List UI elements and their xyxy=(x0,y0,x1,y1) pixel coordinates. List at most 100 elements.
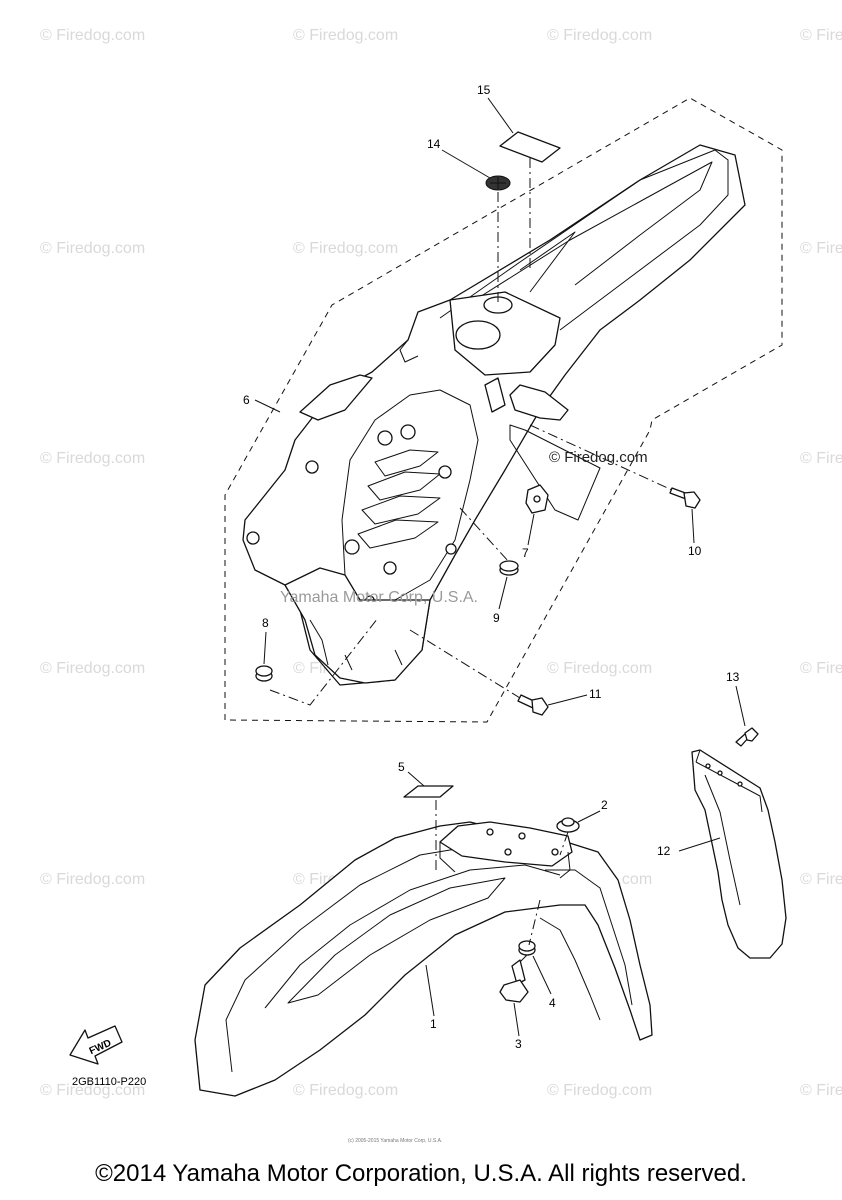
tiny-print: (c) 2005-2015 Yamaha Motor Corp, U.S.A. xyxy=(348,1138,442,1144)
mud-flap-hole xyxy=(717,770,723,776)
leader-15 xyxy=(487,97,514,134)
inline-watermark: © Firedog.com xyxy=(549,449,648,466)
mud-flap-hole xyxy=(737,781,743,787)
mount-hole xyxy=(486,828,494,836)
leader-3 xyxy=(513,1002,520,1037)
mud-flap-hole xyxy=(705,763,711,769)
rear-fender-lower-flap-edge xyxy=(309,619,403,671)
rear-fender-assembly-boundary xyxy=(224,97,783,723)
fwd-arrow-shape xyxy=(69,1025,123,1065)
mount-hole xyxy=(551,848,559,856)
watermark: © Firedog.com xyxy=(800,1082,842,1099)
decal-5 xyxy=(403,785,454,798)
grommet xyxy=(246,531,260,545)
grommet-hub xyxy=(561,817,575,827)
callout-8: 8 xyxy=(262,616,269,630)
rear-fender-tail-inner xyxy=(439,149,729,331)
bolt-head xyxy=(499,979,529,1003)
mud-flap-inner-edge xyxy=(704,774,741,906)
vent-slot xyxy=(374,449,439,477)
rear-fender-side-latch xyxy=(509,384,569,421)
callout-10: 10 xyxy=(688,544,702,558)
callout-5: 5 xyxy=(398,760,405,774)
watermark: © Firedog.com xyxy=(293,240,398,257)
grommet xyxy=(377,430,393,446)
bolt-11 xyxy=(517,694,549,716)
callout-4: 4 xyxy=(549,996,556,1010)
collar-9 xyxy=(499,560,519,576)
rear-fender-side-plate xyxy=(509,424,601,521)
mud-flap-top-edge xyxy=(695,749,763,813)
front-fender-mount-plate xyxy=(439,821,573,867)
rear-fender-tail-slope xyxy=(519,231,576,293)
rear-fender-left-wing-edge xyxy=(399,339,419,363)
watermark: © Firedog.com xyxy=(293,27,398,44)
leader-2 xyxy=(577,810,601,823)
clip-nut-hole xyxy=(533,495,541,503)
callout-15: 15 xyxy=(477,83,491,97)
install-axis xyxy=(269,617,379,706)
watermark: © Firedog.com xyxy=(547,27,652,44)
watermark: © Firedog.com xyxy=(40,27,145,44)
bolt-head xyxy=(531,697,549,716)
front-fender-stripe xyxy=(287,877,506,1004)
callouts: 15 14 6 10 7 9 8 11 13 5 2 12 1 4 3 xyxy=(243,83,746,1051)
bolt-10 xyxy=(669,487,701,509)
front-fender-mount-holes xyxy=(486,828,559,856)
rear-fender-tail-inner-2 xyxy=(474,161,713,301)
watermark: © Firedog.com xyxy=(293,1082,398,1099)
front-fender-plate-side xyxy=(439,842,571,879)
callout-3: 3 xyxy=(515,1037,522,1051)
collar-top xyxy=(255,665,273,677)
leader-7 xyxy=(527,513,535,546)
front-fender-install-lines xyxy=(435,800,569,963)
leader-13 xyxy=(735,685,746,727)
watermark: © Firedog.com xyxy=(547,660,652,677)
callout-7: 7 xyxy=(522,546,529,560)
screw-head xyxy=(744,727,759,742)
rear-fender xyxy=(242,144,746,686)
install-axis xyxy=(459,507,510,563)
rear-fender-lower-flap xyxy=(284,567,431,684)
front-fender-side-ridge-2 xyxy=(539,917,601,1021)
collar-top xyxy=(499,560,519,572)
rear-fender-left-wing xyxy=(299,374,373,421)
front-fender-inner-contour-2 xyxy=(264,864,561,1009)
bolt-head xyxy=(683,491,701,509)
bolt-shank xyxy=(511,959,526,985)
mud-flap-body xyxy=(691,749,787,959)
leader-11 xyxy=(547,694,588,706)
callout-14: 14 xyxy=(427,137,441,151)
watermark: © Firedog.com xyxy=(800,27,842,44)
callout-12: 12 xyxy=(657,844,671,858)
diagram-code: 2GB1110-P220 xyxy=(72,1076,146,1088)
install-axis xyxy=(529,424,673,491)
leader-6 xyxy=(254,399,281,413)
watermark: © Firedog.com xyxy=(40,660,145,677)
watermark: © Firedog.com xyxy=(40,871,145,888)
callout-2: 2 xyxy=(601,798,608,812)
watermark: © Firedog.com xyxy=(40,240,145,257)
grommet xyxy=(344,539,360,555)
bolt-3 xyxy=(499,959,529,1003)
vent-slot xyxy=(361,495,441,525)
leader-14 xyxy=(441,149,491,179)
leader-9 xyxy=(498,576,508,610)
mount-hole xyxy=(504,848,512,856)
leader-4 xyxy=(532,955,552,995)
washer-top xyxy=(518,940,536,952)
washer-4 xyxy=(518,940,536,956)
watermark: © Firedog.com xyxy=(800,450,842,467)
watermark: © Firedog.com xyxy=(40,450,145,467)
watermark: © Firedog.com xyxy=(800,871,842,888)
rear-fender-seat-mount xyxy=(449,291,561,376)
grommet xyxy=(383,561,397,575)
leader-8 xyxy=(263,631,267,665)
callout-9: 9 xyxy=(493,611,500,625)
leader-1 xyxy=(425,964,435,1017)
grommet xyxy=(445,543,457,555)
watermark: © Firedog.com xyxy=(800,660,842,677)
front-fender xyxy=(194,821,653,1097)
leader-5 xyxy=(407,771,425,787)
